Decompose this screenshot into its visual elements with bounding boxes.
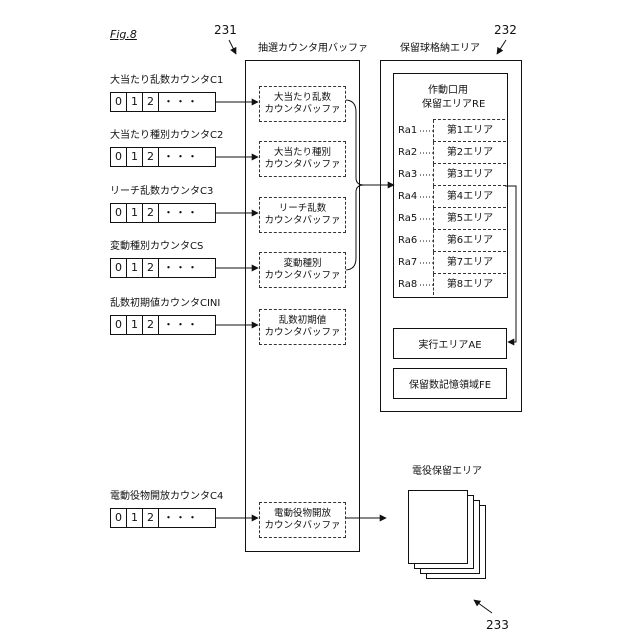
area-row: 第4エリア xyxy=(433,186,506,208)
counter-cell: 0 xyxy=(111,148,127,166)
counter-label: 変動種別カウンタCS xyxy=(110,241,203,253)
counter-cells: 0 1 2 ・・・ xyxy=(110,315,216,335)
counter-cells: 0 1 2 ・・・ xyxy=(110,147,216,167)
ref-232: 232 xyxy=(494,23,517,37)
buffer-line: カウンタバッファ xyxy=(264,327,340,339)
buffer-line: カウンタバッファ xyxy=(264,520,340,532)
counter-label: 大当たり乱数カウンタC1 xyxy=(110,75,223,87)
counter-cell: 1 xyxy=(127,93,143,111)
counter-cells: 0 1 2 ・・・ xyxy=(110,258,216,278)
buffer-c3: リーチ乱数 カウンタバッファ xyxy=(259,197,346,233)
counter-ellipsis: ・・・ xyxy=(159,204,199,222)
buffer-line: リーチ乱数 xyxy=(279,203,327,215)
counter-cell: 1 xyxy=(127,259,143,277)
stack-sheet xyxy=(408,490,468,564)
counter-cells: 0 1 2 ・・・ xyxy=(110,508,216,528)
counter-cells: 0 1 2 ・・・ xyxy=(110,203,216,223)
storage-block-title: 保留球格納エリア xyxy=(400,43,480,55)
counter-cell: 1 xyxy=(127,204,143,222)
counter-label: 大当たり種別カウンタC2 xyxy=(110,130,223,142)
area-row: 第7エリア xyxy=(433,252,506,274)
counter-cell: 1 xyxy=(127,148,143,166)
buffer-c1: 大当たり乱数 カウンタバッファ xyxy=(259,86,346,122)
ra-label: Ra5 xyxy=(398,213,417,224)
counter-cell: 1 xyxy=(127,316,143,334)
counter-cell: 0 xyxy=(111,93,127,111)
role-area-title: 電役保留エリア xyxy=(412,466,482,478)
buffer-line: カウンタバッファ xyxy=(264,104,340,116)
counter-ellipsis: ・・・ xyxy=(159,316,199,334)
exec-area-ae: 実行エリアAE xyxy=(393,328,507,359)
area-row: 第5エリア xyxy=(433,208,506,230)
area-row: 第6エリア xyxy=(433,230,506,252)
ref-231: 231 xyxy=(214,23,237,37)
buffer-block-title: 抽選カウンタ用バッファ xyxy=(258,43,368,55)
counter-label: リーチ乱数カウンタC3 xyxy=(110,186,213,198)
counter-cell: 2 xyxy=(143,93,159,111)
counter-cell: 2 xyxy=(143,509,159,527)
buffer-cini: 乱数初期値 カウンタバッファ xyxy=(259,309,346,345)
ra-label: Ra3 xyxy=(398,169,417,180)
ra-label: Ra8 xyxy=(398,279,417,290)
counter-cell: 0 xyxy=(111,509,127,527)
reserve-area-title: 作動口用 xyxy=(428,85,468,97)
counter-cell: 0 xyxy=(111,259,127,277)
figure-label: Fig.8 xyxy=(110,29,137,41)
counter-cell: 2 xyxy=(143,204,159,222)
counter-label: 電動役物開放カウンタC4 xyxy=(110,491,223,503)
buffer-line: 大当たり種別 xyxy=(274,147,331,159)
counter-cell: 2 xyxy=(143,316,159,334)
ra-label: Ra4 xyxy=(398,191,417,202)
buffer-line: カウンタバッファ xyxy=(264,215,340,227)
counter-cell: 1 xyxy=(127,509,143,527)
ref-233: 233 xyxy=(486,618,509,632)
buffer-cs: 変動種別 カウンタバッファ xyxy=(259,252,346,288)
ra-label: Ra2 xyxy=(398,147,417,158)
area-row: 第3エリア xyxy=(433,164,506,186)
ra-label: Ra1 xyxy=(398,125,417,136)
buffer-line: 大当たり乱数 xyxy=(274,92,331,104)
counter-cell: 2 xyxy=(143,148,159,166)
buffer-c2: 大当たり種別 カウンタバッファ xyxy=(259,141,346,177)
buffer-line: 変動種別 xyxy=(283,258,321,270)
buffer-line: 電動役物開放 xyxy=(274,508,331,520)
buffer-line: カウンタバッファ xyxy=(264,159,340,171)
area-row: 第2エリア xyxy=(433,142,506,164)
reserve-count-area-fe: 保留数記憶領域FE xyxy=(393,368,507,399)
buffer-line: カウンタバッファ xyxy=(264,270,340,282)
counter-label: 乱数初期値カウンタCINI xyxy=(110,298,220,310)
area-row: 第1エリア xyxy=(433,120,506,142)
counter-cell: 2 xyxy=(143,259,159,277)
ra-label: Ra7 xyxy=(398,257,417,268)
counter-ellipsis: ・・・ xyxy=(159,509,199,527)
counter-ellipsis: ・・・ xyxy=(159,93,199,111)
area-row: 第8エリア xyxy=(433,274,506,295)
buffer-line: 乱数初期値 xyxy=(279,315,327,327)
counter-cell: 0 xyxy=(111,316,127,334)
counter-ellipsis: ・・・ xyxy=(159,259,199,277)
counter-ellipsis: ・・・ xyxy=(159,148,199,166)
buffer-c4: 電動役物開放 カウンタバッファ xyxy=(259,502,346,538)
counter-buffer-block xyxy=(245,60,360,552)
counter-cells: 0 1 2 ・・・ xyxy=(110,92,216,112)
ra-label: Ra6 xyxy=(398,235,417,246)
counter-cell: 0 xyxy=(111,204,127,222)
reserve-area-title: 保留エリアRE xyxy=(422,99,485,111)
